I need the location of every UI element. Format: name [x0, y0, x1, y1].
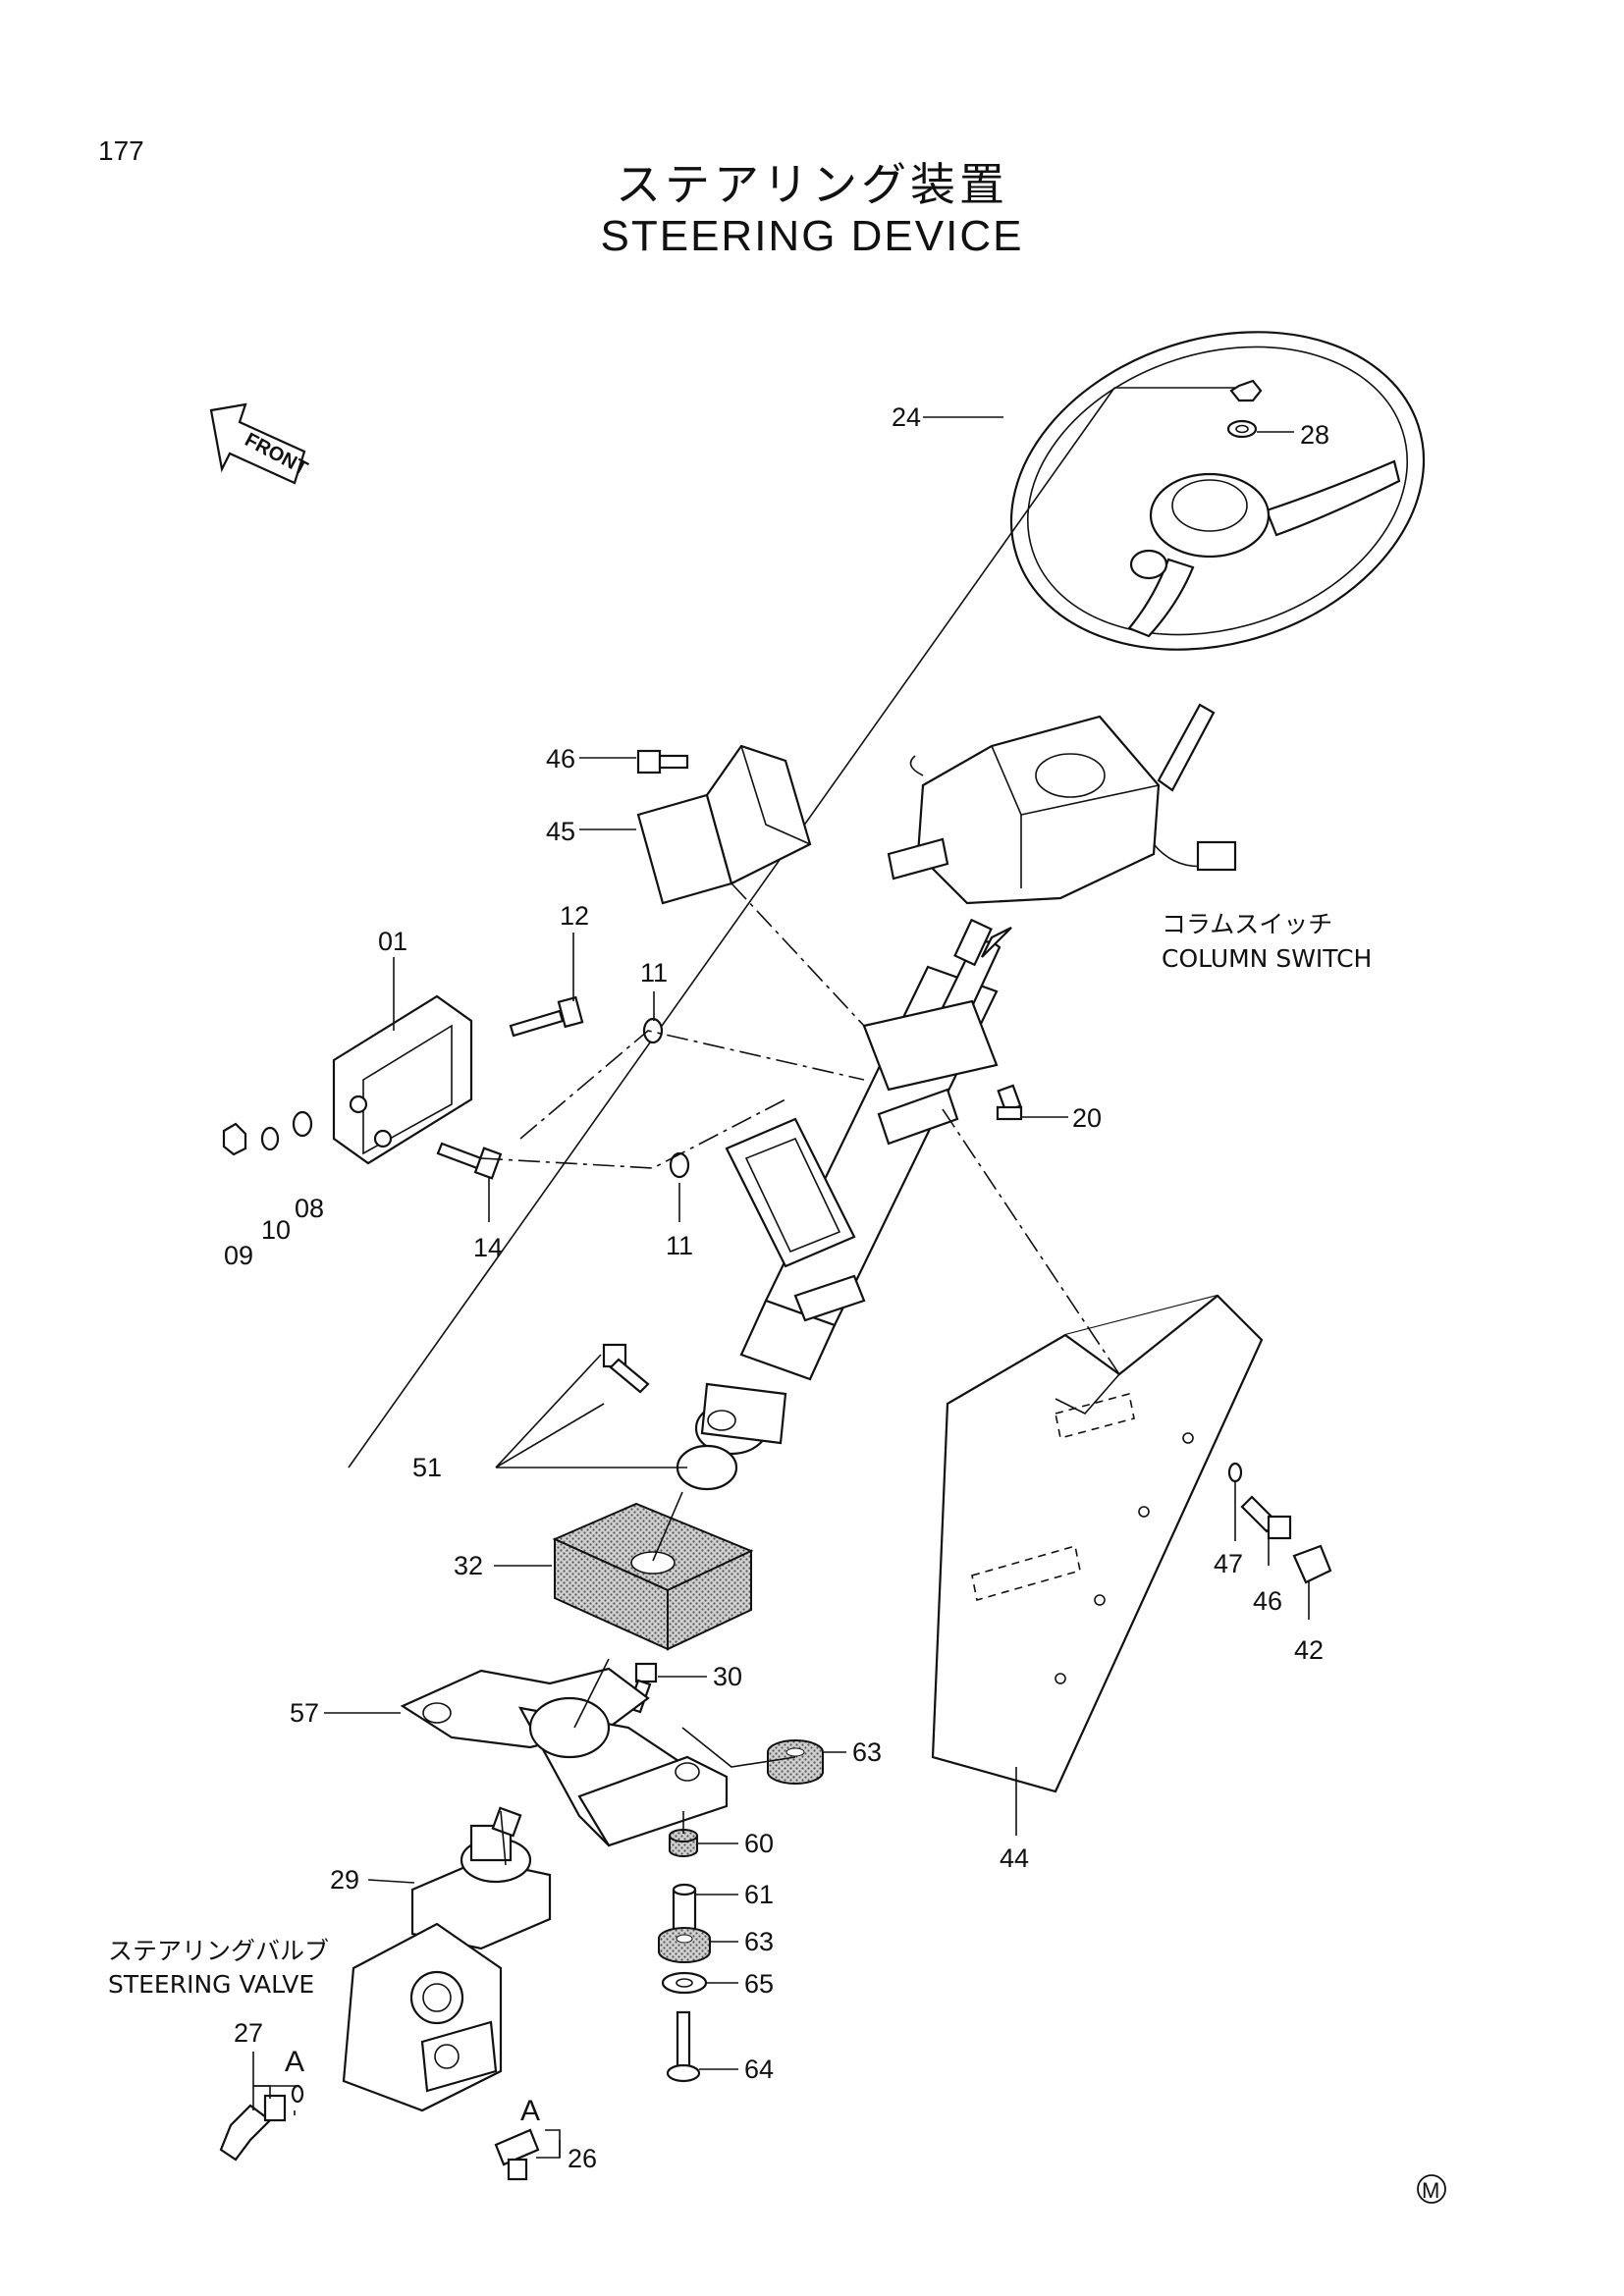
part-label-14: 14	[473, 1233, 503, 1262]
part-label-24: 24	[892, 402, 921, 432]
bolt-46	[636, 749, 689, 774]
cap-42	[1292, 1544, 1332, 1584]
column-switch	[887, 703, 1237, 905]
part-label-10: 10	[261, 1215, 291, 1245]
part-label-27: 27	[234, 2018, 263, 2048]
washer-10	[260, 1126, 280, 1151]
part-label-12: 12	[560, 901, 589, 931]
bolt-46b	[1240, 1495, 1292, 1540]
front-arrow-icon: FRONT	[209, 402, 311, 485]
part-label-61: 61	[744, 1880, 774, 1909]
part-label-46: 46	[546, 744, 575, 774]
part-label-20: 20	[1072, 1103, 1102, 1133]
bolt-51	[602, 1343, 650, 1394]
marker-a-left: A	[285, 2046, 304, 2078]
part-label-11-bottom: 11	[666, 1231, 693, 1260]
part-label-63-bottom: 63	[744, 1927, 774, 1956]
steering-wheel	[1009, 331, 1426, 651]
m-mark-icon: M	[1417, 2174, 1446, 2204]
part-label-26: 26	[568, 2144, 597, 2173]
part-label-44: 44	[1000, 1843, 1029, 1873]
part-label-63-top: 63	[852, 1737, 882, 1767]
part-label-64: 64	[744, 2055, 774, 2084]
part-label-08: 08	[295, 1194, 324, 1223]
part-label-42: 42	[1294, 1635, 1324, 1665]
bolt-64	[666, 2010, 701, 2083]
steering-valve	[342, 1806, 552, 2112]
page-title-english: STEERING DEVICE	[600, 212, 1024, 260]
steering-valve-caption-en: STEERING VALVE	[108, 1970, 314, 1999]
bolt-20	[996, 1084, 1023, 1121]
part-label-30: 30	[713, 1662, 742, 1691]
marker-a-right: A	[520, 2095, 540, 2127]
part-label-09: 09	[224, 1241, 253, 1270]
collar-60	[669, 1829, 698, 1857]
floor-panel	[931, 1294, 1264, 1793]
page-number: 177	[98, 135, 144, 166]
washer-47	[1227, 1462, 1243, 1483]
part-label-32: 32	[454, 1551, 483, 1580]
bolt-12	[509, 995, 584, 1038]
washer-11-bottom	[669, 1151, 690, 1179]
washer-08	[292, 1110, 313, 1138]
steering-valve-caption-jp: ステアリングバルブ	[108, 1937, 329, 1965]
part-label-46-right: 46	[1253, 1586, 1282, 1616]
part-label-45: 45	[546, 817, 575, 846]
part-label-01: 01	[378, 927, 407, 956]
steering-column	[676, 918, 1012, 1491]
straight-fitting	[494, 2128, 540, 2181]
part-label-51: 51	[412, 1453, 442, 1482]
part-label-29: 29	[330, 1865, 359, 1895]
washer-11-top	[642, 1017, 664, 1044]
elbow-fitting	[219, 2094, 287, 2162]
part-label-57: 57	[290, 1698, 319, 1728]
washer-65	[661, 1971, 708, 1995]
o-ring	[291, 2084, 304, 2104]
clamp-plate	[636, 744, 812, 905]
valve-bracket	[400, 1667, 729, 1847]
page-title-japanese: ステアリング装置	[616, 158, 1008, 211]
part-label-28: 28	[1300, 420, 1329, 450]
part-label-11-top: 11	[640, 958, 668, 988]
bolt-14	[436, 1142, 503, 1180]
m-mark-letter: M	[1422, 2178, 1439, 2203]
sleeve-61	[672, 1883, 697, 1936]
part-label-65: 65	[744, 1969, 774, 1999]
nut-09	[222, 1122, 247, 1156]
column-switch-caption-jp: コラムスイッチ	[1162, 910, 1332, 938]
rubber-mount-top	[767, 1739, 824, 1785]
column-switch-caption-en: COLUMN SWITCH	[1162, 944, 1372, 973]
mounting-bracket	[332, 994, 473, 1165]
part-label-47: 47	[1214, 1549, 1243, 1578]
part-label-60: 60	[744, 1829, 774, 1858]
rubber-mount-bottom	[658, 1927, 711, 1963]
rubber-pad	[552, 1502, 754, 1651]
